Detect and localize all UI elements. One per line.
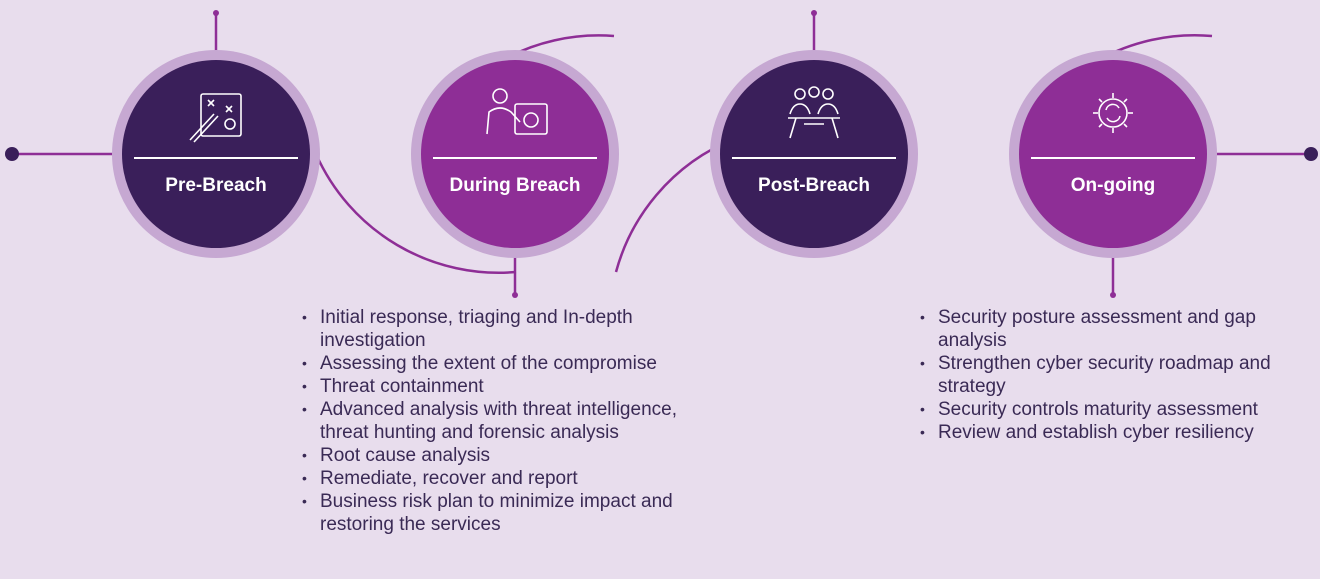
stage-label: Post-Breach	[758, 175, 870, 196]
stage-label: On-going	[1071, 175, 1155, 196]
list-item: Security controls maturity assessment	[918, 398, 1308, 421]
stage-during-breach: During Breach	[411, 50, 619, 258]
stage-circle	[421, 60, 609, 248]
stage-pre-breach: Pre-Breach	[112, 50, 320, 258]
list-item: Advanced analysis with threat intelligen…	[300, 398, 730, 444]
gear-cycle-icon	[1093, 93, 1133, 133]
list-item: Security posture assessment and gap anal…	[918, 306, 1308, 352]
tick-dots	[213, 10, 1116, 298]
list-item: Strengthen cyber security roadmap and st…	[918, 352, 1308, 398]
during-breach-list: Initial response, triaging and In-depth …	[300, 306, 730, 536]
list-item: Root cause analysis	[300, 444, 730, 467]
stage-circle	[1019, 60, 1207, 248]
list-item: Review and establish cyber resiliency	[918, 421, 1308, 444]
person-at-screen-icon	[486, 88, 548, 135]
list-item: Threat containment	[300, 375, 730, 398]
stage-label: During Breach	[450, 175, 581, 196]
stage-label: Pre-Breach	[165, 175, 266, 196]
stage-post-breach: Post-Breach	[710, 50, 918, 258]
strategy-board-icon	[189, 93, 242, 143]
list-item: Initial response, triaging and In-depth …	[300, 306, 730, 352]
connector-dots	[5, 147, 1318, 161]
ongoing-list: Security posture assessment and gap anal…	[918, 306, 1308, 444]
stage-circle	[720, 60, 908, 248]
list-item: Remediate, recover and report	[300, 467, 730, 490]
stage-ongoing: On-going	[1009, 50, 1217, 258]
list-item: Business risk plan to minimize impact an…	[300, 490, 730, 536]
team-meeting-icon	[788, 86, 840, 139]
list-item: Assessing the extent of the compromise	[300, 352, 730, 375]
stage-circle	[122, 60, 310, 248]
